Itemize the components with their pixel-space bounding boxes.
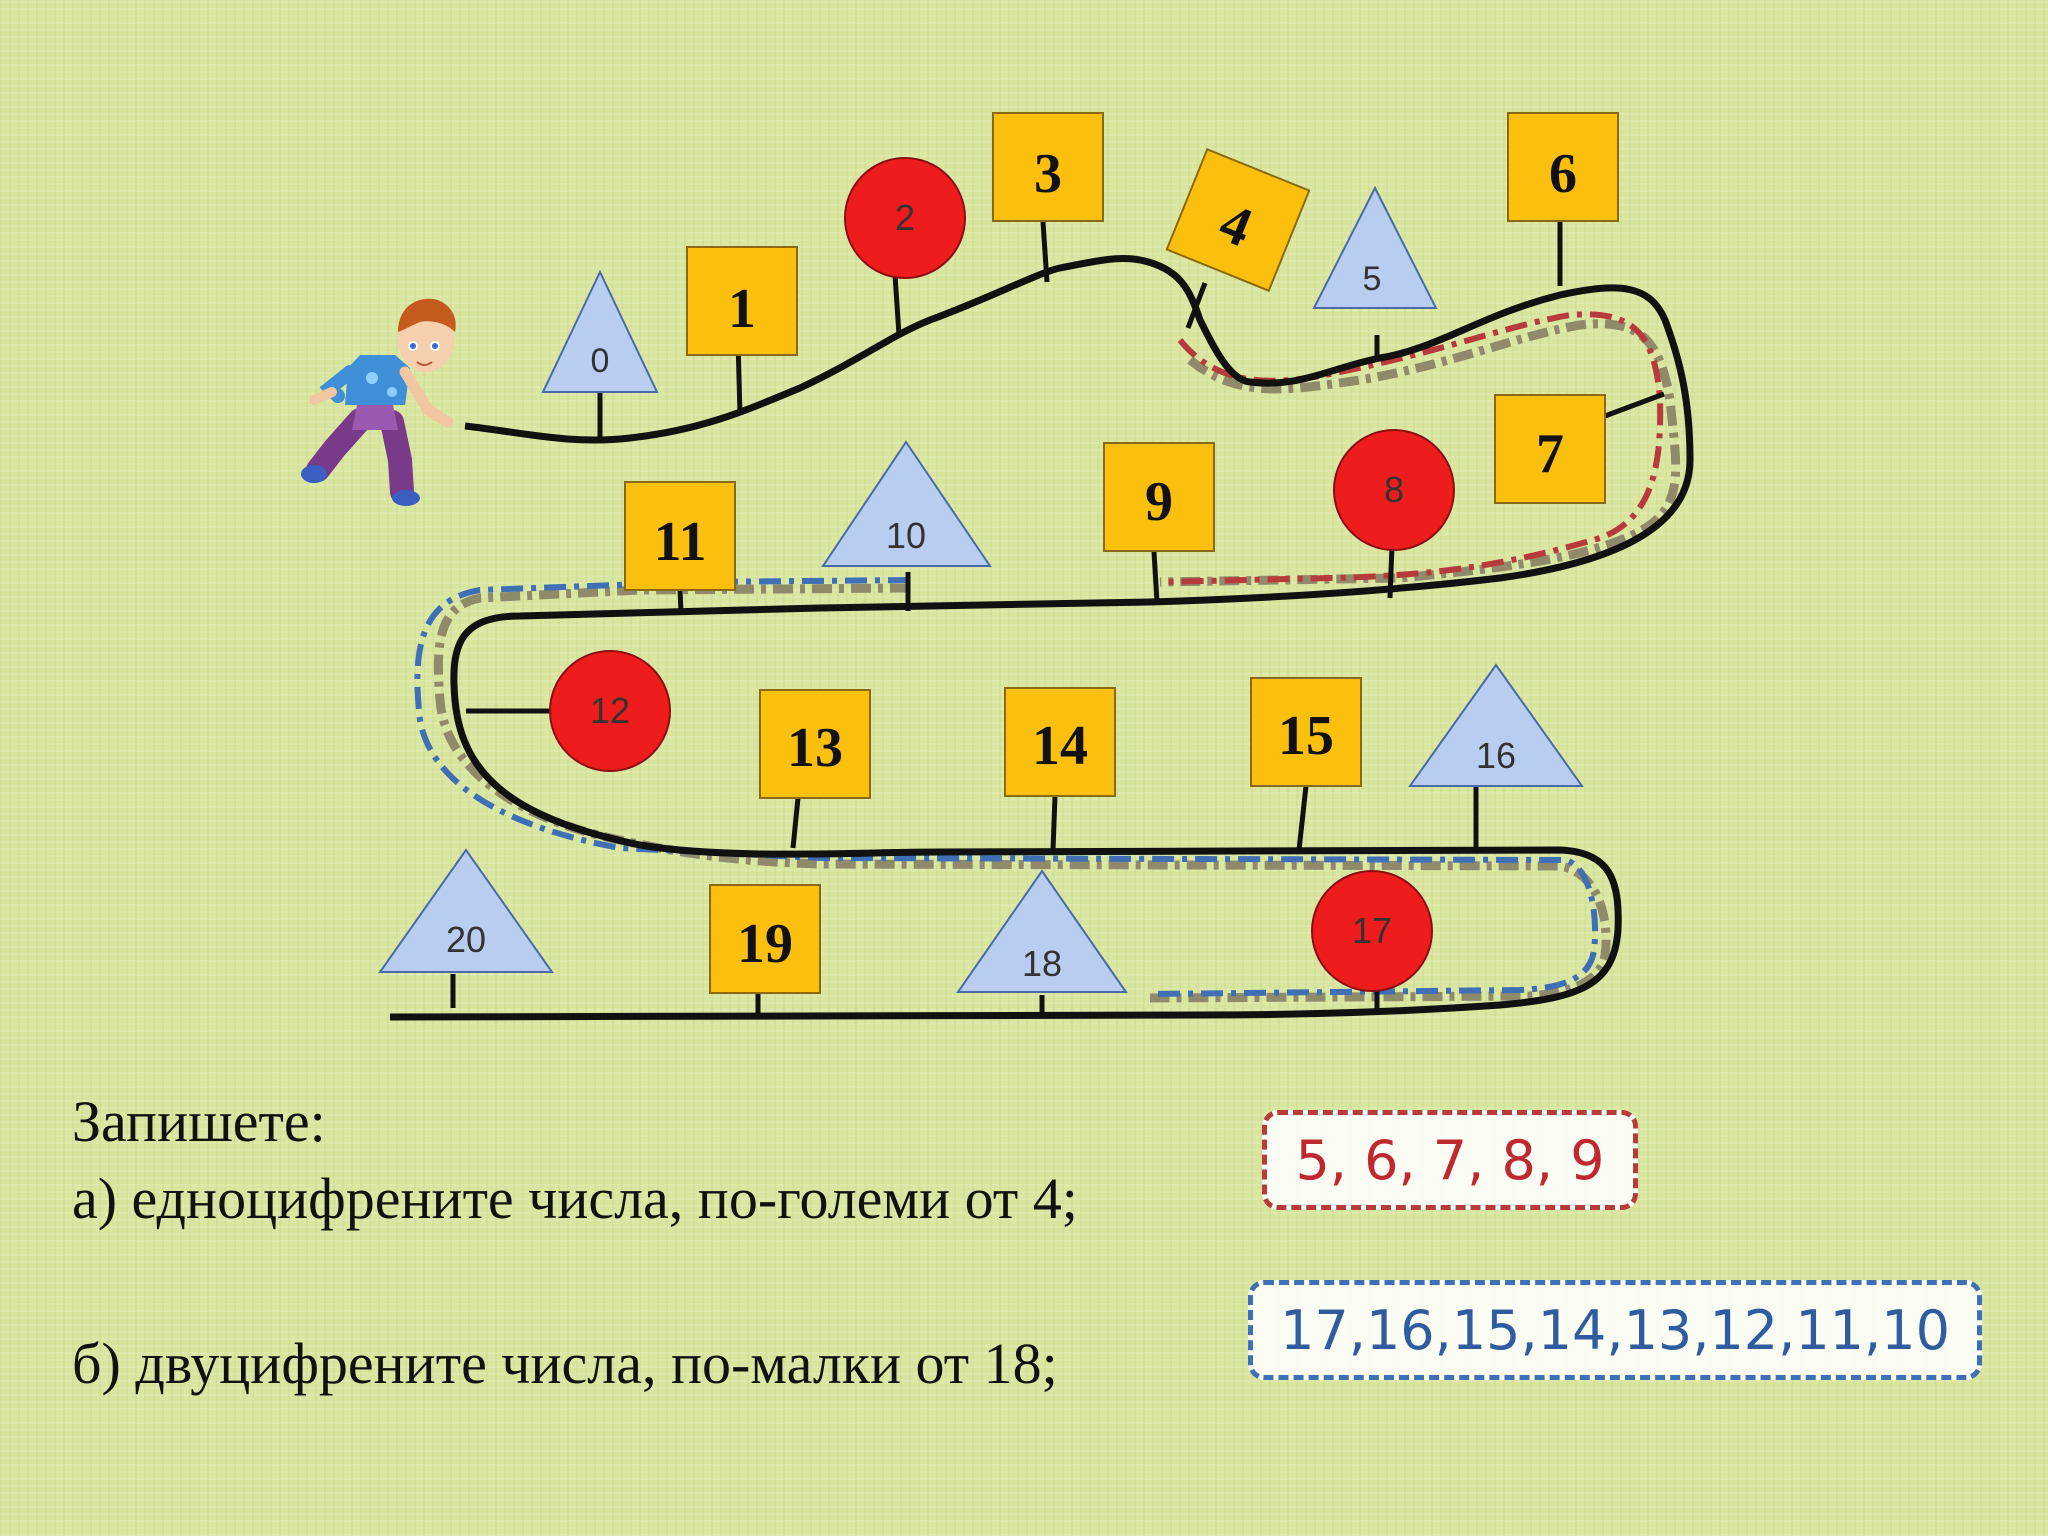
marker-0: 0	[541, 269, 659, 393]
marker-number: 11	[654, 511, 707, 573]
marker-number: 14	[1032, 715, 1088, 777]
highlight-blue	[414, 577, 1599, 997]
marker-number: 12	[590, 690, 630, 731]
marker-number: 8	[1384, 469, 1404, 510]
marker-18: 18	[956, 869, 1128, 993]
marker-number: 9	[1145, 471, 1173, 533]
marker-number: 17	[1352, 910, 1392, 951]
marker-12: 12	[549, 650, 671, 772]
marker-number: 7	[1536, 423, 1564, 485]
marker-20: 20	[378, 848, 554, 973]
marker-16: 16	[1408, 663, 1584, 787]
marker-stems	[450, 220, 1665, 1017]
prompt-label: Запишете:	[72, 1089, 326, 1154]
marker-number: 3	[1034, 143, 1062, 205]
answer-b-box: 17,16,15,14,13,12,11,10	[1248, 1280, 1982, 1380]
marker-number: 2	[895, 197, 915, 238]
marker-17: 17	[1311, 870, 1433, 992]
marker-number: 10	[886, 515, 926, 556]
answer-b-text: 17,16,15,14,13,12,11,10	[1280, 1298, 1950, 1362]
answer-a-text: 5, 6, 7, 8, 9	[1295, 1128, 1605, 1192]
marker-number: 15	[1278, 705, 1334, 767]
marker-6: 6	[1507, 112, 1619, 222]
marker-number: 20	[446, 919, 486, 960]
marker-number: 13	[787, 717, 843, 779]
marker-number: 1	[728, 278, 756, 340]
marker-number: 0	[591, 342, 610, 380]
marker-7: 7	[1494, 394, 1606, 504]
task-a-label: а) едноцифрените числа, по-големи от 4;	[72, 1166, 1078, 1231]
marker-number: 16	[1476, 735, 1516, 776]
task-b-label: б) двуцифрените числа, по-малки от 18;	[72, 1331, 1058, 1396]
child-illustration	[301, 298, 456, 506]
marker-15: 15	[1250, 677, 1362, 787]
marker-number: 5	[1363, 260, 1382, 298]
marker-19: 19	[709, 884, 821, 994]
marker-number: 18	[1022, 943, 1062, 984]
marker-5: 5	[1312, 185, 1438, 309]
marker-2: 2	[844, 157, 966, 279]
winding-path	[389, 254, 1694, 1021]
marker-10: 10	[821, 440, 992, 567]
marker-9: 9	[1103, 442, 1215, 552]
marker-number: 6	[1549, 143, 1577, 205]
marker-number: 19	[737, 913, 793, 975]
marker-14: 14	[1004, 687, 1116, 797]
marker-4: 4	[1165, 148, 1311, 292]
marker-8: 8	[1333, 429, 1455, 551]
marker-3: 3	[992, 112, 1104, 222]
marker-11: 11	[624, 481, 736, 591]
marker-13: 13	[759, 689, 871, 799]
marker-1: 1	[686, 246, 798, 356]
answer-a-box: 5, 6, 7, 8, 9	[1262, 1110, 1638, 1210]
